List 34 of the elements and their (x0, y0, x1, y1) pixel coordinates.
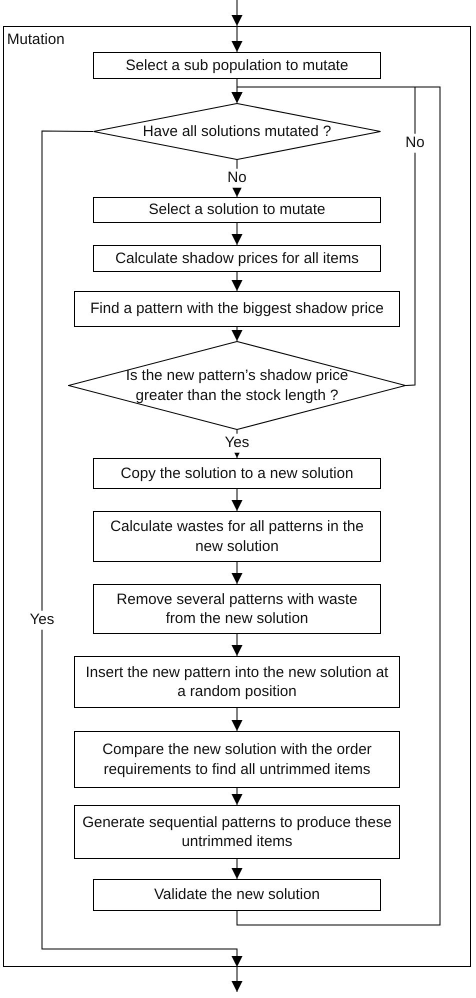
arrow (232, 488, 242, 512)
edge-label: Yes (224, 434, 250, 452)
arrow (232, 160, 242, 198)
arrow (232, 634, 242, 656)
decision-diamond: Is the new pattern’s shadow price greater than the stock length ? (68, 341, 406, 430)
edge-label: Yes (28, 610, 56, 630)
arrow (232, 0, 242, 26)
process-box: Calculate shadow prices for all items (93, 245, 381, 272)
process-box: Validate the new solution (93, 879, 381, 911)
arrow (232, 326, 242, 342)
process-box: Find a pattern with the biggest shadow price (74, 291, 400, 327)
arrow (42, 130, 242, 968)
arrow (232, 222, 242, 246)
process-box: Generate sequential patterns to produce these untrimmed items (74, 805, 400, 859)
arrow (232, 858, 242, 880)
process-box: Select a sub population to mutate (93, 52, 381, 79)
arrow (232, 708, 242, 732)
process-box: Insert the new pattern into the new solution at a random position (74, 656, 400, 708)
process-box: Compare the new solution with the order requirements to find all untrimmed items (74, 731, 400, 788)
process-box: Copy the solution to a new solution (93, 458, 381, 489)
edge-label: No (404, 134, 426, 152)
arrow (232, 86, 440, 926)
arrow (232, 272, 242, 292)
group-label: Mutation (7, 31, 65, 48)
process-box: Calculate wastes for all patterns in the new solution (93, 511, 381, 562)
process-box: Remove several patterns with waste from the new solution (93, 584, 381, 634)
decision-diamond: Have all solutions mutated ? (93, 103, 381, 160)
arrow (232, 966, 242, 992)
process-box: Select a solution to mutate (93, 197, 381, 223)
edge-label: No (226, 168, 248, 188)
arrow (232, 562, 242, 584)
arrow (232, 788, 242, 806)
group-frame (3, 26, 471, 967)
arrow (232, 26, 242, 52)
